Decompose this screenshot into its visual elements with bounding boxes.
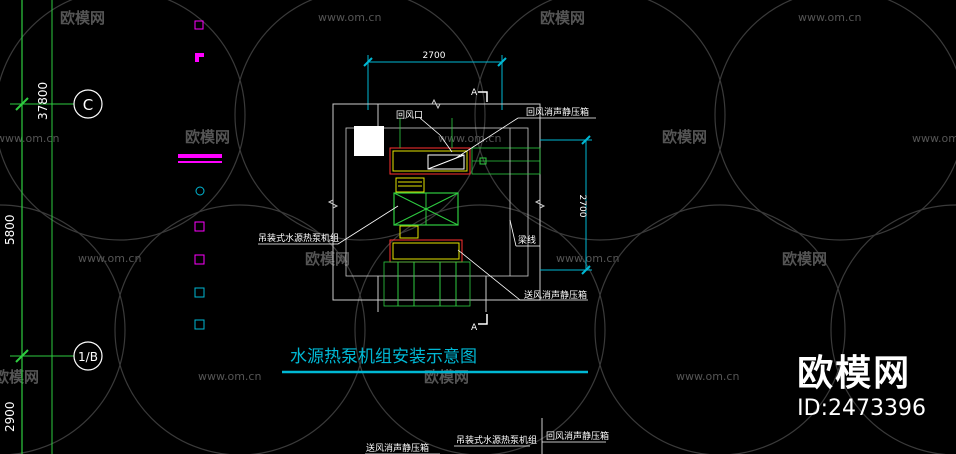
watermark-site: www.om.cn xyxy=(318,11,381,24)
dimension-top-width: 2700 xyxy=(423,51,446,61)
watermark-site: www.om.cn xyxy=(78,252,141,265)
section-mark-top: A xyxy=(471,88,478,98)
watermark-site: www.om.cn xyxy=(0,132,59,145)
watermark-site: www.om.cn xyxy=(438,132,501,145)
dimension-left-mid: 5800 xyxy=(3,214,17,245)
watermark-brand: 欧模网 xyxy=(185,128,230,146)
watermark-site: www.om.cn xyxy=(556,252,619,265)
watermark-id-badge: 欧模网 ID:2473396 xyxy=(797,354,926,422)
dimension-left-upper: 37800 xyxy=(36,82,50,120)
watermark-site: www.om.cn xyxy=(198,370,261,383)
badge-brand: 欧模网 xyxy=(797,353,912,394)
watermark-brand: 欧模网 xyxy=(424,368,469,386)
dimension-right-height: 2700 xyxy=(577,195,587,218)
label-supply-box: 送风消声静压箱 xyxy=(524,289,587,301)
label-bottom-supply-box: 送风消声静压箱 xyxy=(366,442,429,454)
watermark-brand: 欧模网 xyxy=(782,250,827,268)
label-bottom-unit: 吊装式水源热泵机组 xyxy=(456,434,537,446)
return-port-block xyxy=(354,126,384,156)
drawing-title: 水源热泵机组安装示意图 xyxy=(290,347,477,367)
dimension-left-lower: 2900 xyxy=(3,401,17,432)
watermark-brand: 欧模网 xyxy=(540,9,585,27)
watermark-brand: 欧模网 xyxy=(60,9,105,27)
left-axis xyxy=(10,0,103,454)
label-return-box: 回风消声静压箱 xyxy=(526,106,589,118)
watermark-brand: 欧模网 xyxy=(305,250,350,268)
watermark-texts: 欧模网 www.om.cn 欧模网 www.om.cn www.om.cn 欧模… xyxy=(0,9,956,386)
section-mark-bottom: A xyxy=(471,323,478,333)
legend-markers xyxy=(178,20,222,330)
badge-id: ID:2473396 xyxy=(797,396,926,421)
watermark-site: www.om.cn xyxy=(798,11,861,24)
watermark-site: www.om.cn xyxy=(676,370,739,383)
watermark-brand: 欧模网 xyxy=(0,368,39,386)
label-bottom-return-box: 回风消声静压箱 xyxy=(546,430,609,442)
grid-axis-label-lower: 1/B xyxy=(78,350,98,364)
watermark-site: www.om.cn xyxy=(912,132,956,145)
label-return-port: 回风口 xyxy=(396,110,423,121)
watermark-brand: 欧模网 xyxy=(662,128,707,146)
label-unit-hanging: 吊装式水源热泵机组 xyxy=(258,232,339,244)
grid-axis-label-upper: C xyxy=(83,96,93,114)
label-beam-line: 梁线 xyxy=(518,234,536,246)
installation-diagram xyxy=(258,55,606,454)
